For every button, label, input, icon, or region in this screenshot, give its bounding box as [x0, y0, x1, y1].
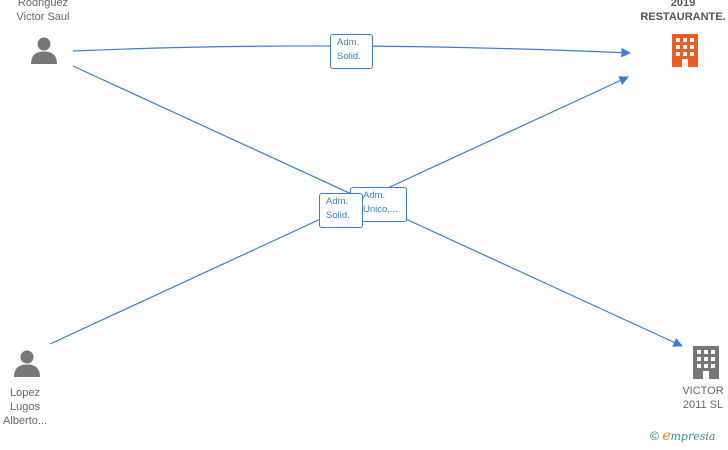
brand-logo: empresia: [662, 428, 716, 444]
company-bottom-label: VICTOR 2011 SL: [682, 385, 724, 411]
person-icon: [31, 37, 57, 64]
copyright-icon: ©: [650, 429, 659, 443]
building-icon: [672, 34, 698, 67]
person-top-label: Rodriguez Victor Saul: [16, 0, 70, 23]
edge-label-middle-front[interactable]: Adm. Solid.: [319, 193, 363, 228]
person-bottom-label: Lopez Lugos Alberto...: [2, 387, 48, 427]
person-icon: [14, 350, 40, 377]
building-icon: [693, 346, 719, 379]
edge-label-top[interactable]: Adm. Solid.: [330, 34, 373, 69]
company-top-label: 2019 RESTAURANTE.: [640, 0, 726, 23]
footer-brand: © empresia: [650, 428, 715, 444]
